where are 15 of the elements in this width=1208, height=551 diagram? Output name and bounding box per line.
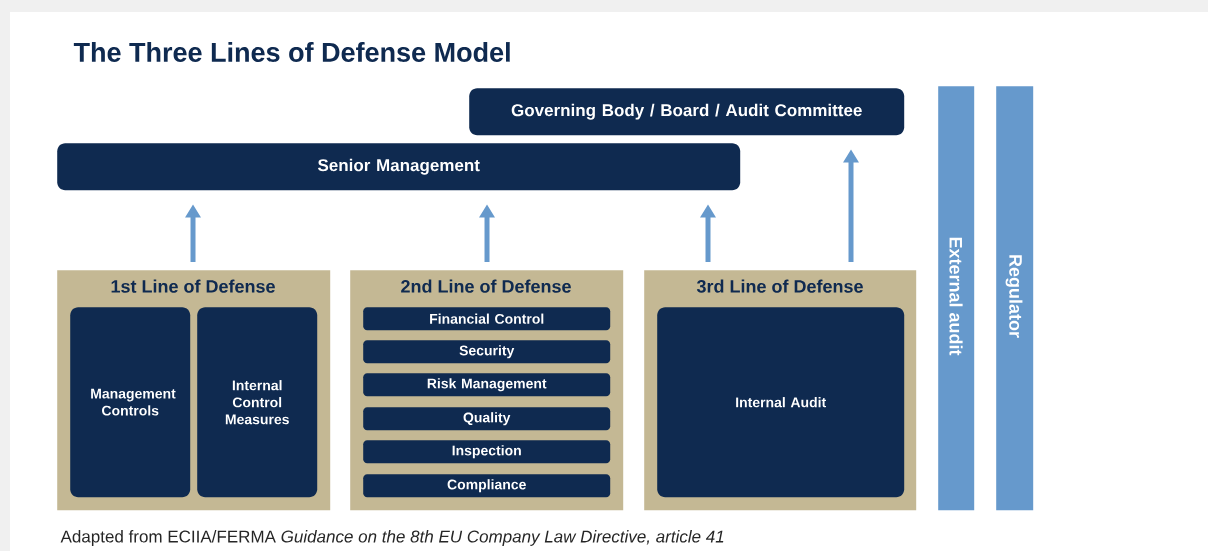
caption: Adapted from ECIIA/FERMA Guidance on the 8th EU Company Law Directive, article 41 bbox=[60, 530, 724, 546]
label-box: Financial Control bbox=[363, 307, 611, 331]
label-box: Governing Body / Board / Audit Committee bbox=[469, 88, 905, 136]
label-box: Management Controls bbox=[70, 307, 191, 498]
label-box: Security bbox=[363, 340, 611, 364]
label-box: Inspection bbox=[363, 440, 611, 464]
label-box: Risk Management bbox=[363, 373, 611, 397]
label-box: Compliance bbox=[363, 474, 611, 498]
label-box: Internal Audit bbox=[657, 307, 905, 498]
vertical-bar: Regulator bbox=[996, 86, 1034, 511]
label-box: Internal Control Measures bbox=[197, 307, 318, 498]
vertical-bar: External audit bbox=[938, 86, 975, 511]
label-box: Senior Management bbox=[57, 143, 741, 191]
title: The Three Lines of Defense Model bbox=[73, 42, 510, 62]
label-box: Quality bbox=[363, 407, 611, 431]
